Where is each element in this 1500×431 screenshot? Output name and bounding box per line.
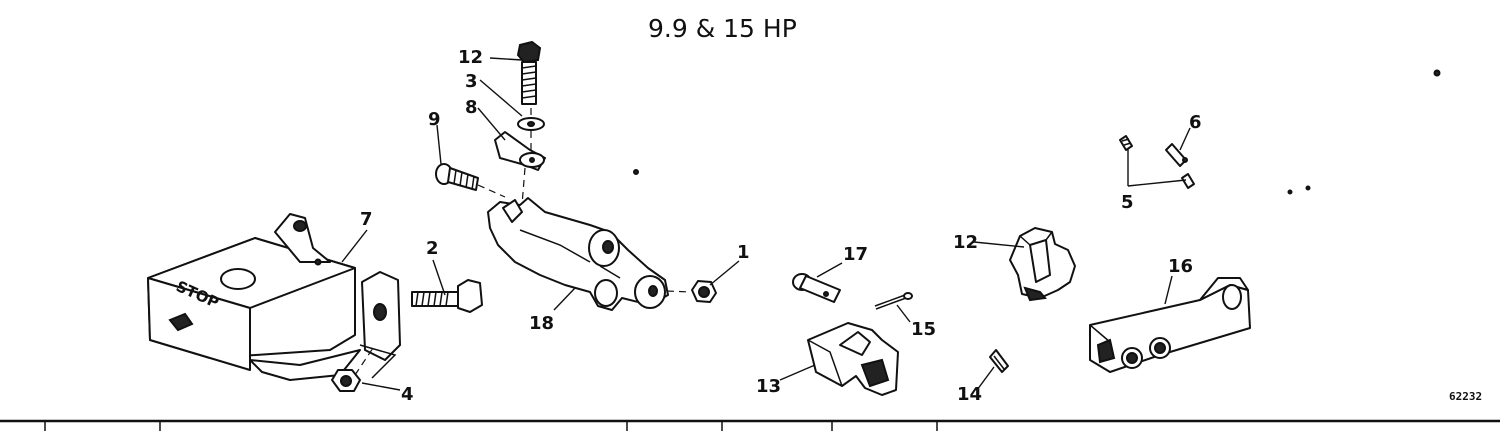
part-10-bolt <box>516 40 542 105</box>
drawing-number: 62232 <box>1449 390 1482 403</box>
part-16-housing <box>1089 277 1251 373</box>
callout-18: 18 <box>529 313 554 334</box>
part-8-terminal <box>494 131 546 171</box>
callout-3: 3 <box>465 71 478 92</box>
part-5-set-screws <box>1119 135 1195 189</box>
part-4-nut <box>331 369 361 392</box>
callout-14: 14 <box>957 384 982 405</box>
part-1-nut <box>691 280 717 303</box>
callout-1: 1 <box>737 242 750 263</box>
callout-6: 6 <box>1189 112 1202 133</box>
bottom-table-rule <box>0 419 1500 431</box>
part-18-bracket <box>487 197 669 311</box>
callout-10: 12 <box>458 47 483 68</box>
part-2-bolt <box>411 279 483 313</box>
part-9-screw <box>435 163 479 191</box>
part-15-cotter-pin <box>874 292 913 310</box>
diagram-title: 9.9 & 15 HP <box>648 14 797 43</box>
callout-8: 8 <box>465 97 478 118</box>
callout-12: 12 <box>953 232 978 253</box>
callout-2: 2 <box>426 238 439 259</box>
callout-17: 17 <box>843 244 868 265</box>
part-6-pin <box>1165 143 1187 167</box>
callout-7: 7 <box>360 209 373 230</box>
part-17-pin <box>792 273 841 303</box>
callout-16: 16 <box>1168 256 1193 277</box>
callout-9: 9 <box>428 109 441 130</box>
callout-4: 4 <box>401 384 414 405</box>
callout-5: 5 <box>1121 192 1134 213</box>
part-14-pin <box>989 349 1009 373</box>
callout-13: 13 <box>756 376 781 397</box>
part-7-stop-block: STOP <box>147 213 401 381</box>
part-12-clip <box>1009 227 1076 302</box>
part-13-clip <box>807 322 899 396</box>
callout-15: 15 <box>911 319 936 340</box>
